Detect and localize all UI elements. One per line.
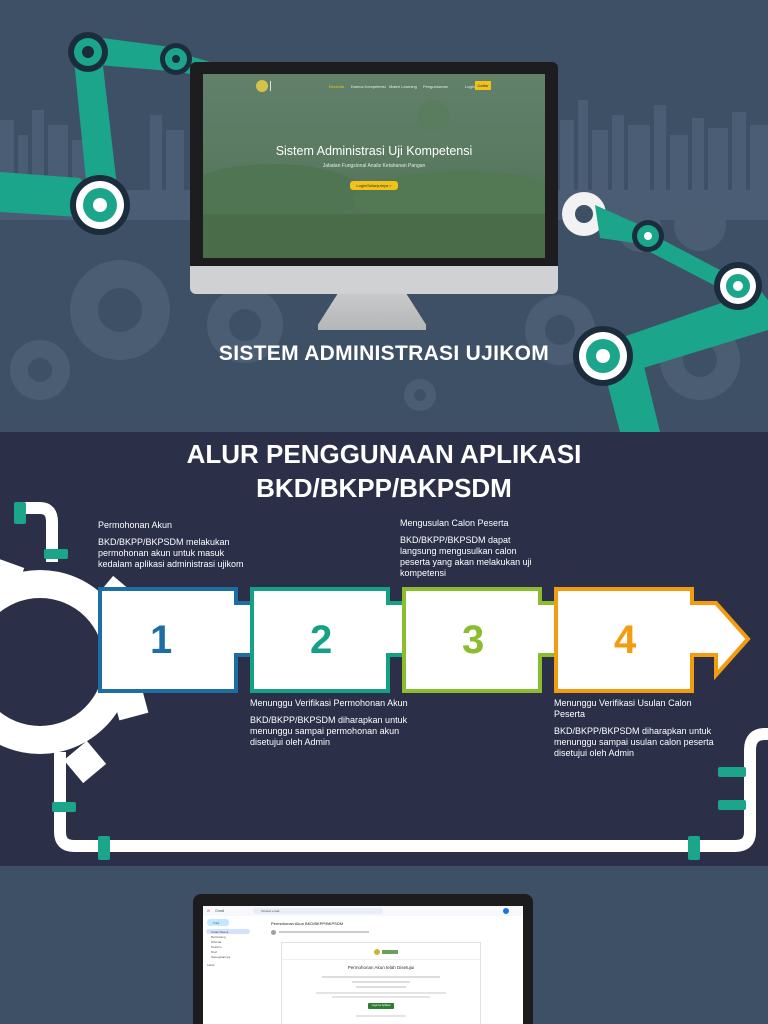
nav-materi[interactable]: Materi Learning [389, 84, 417, 89]
gmail-preview: ✉ Gmail Telusuri email Tulis Kotak Masuk… [203, 906, 523, 1024]
compose-button[interactable]: Tulis [207, 919, 229, 926]
flow-background [0, 502, 768, 860]
folder-inbox[interactable]: Kotak Masuk [211, 929, 229, 934]
logo-text [270, 81, 310, 91]
card-line-5 [332, 996, 430, 998]
monitor-stand [318, 294, 426, 330]
step-1-number: 1 [150, 618, 173, 662]
avatar[interactable] [503, 908, 509, 914]
nav-beranda[interactable]: Beranda [329, 84, 345, 89]
hero-section: Beranda Kamus Kompetensi Materi Learning… [0, 0, 768, 432]
step-2-number: 2 [310, 618, 333, 662]
hero-title: SISTEM ADMINISTRASI UJIKOM [218, 342, 550, 365]
compose-label: Tulis [213, 920, 220, 925]
nav-register-button[interactable]: Daftar [475, 81, 491, 90]
step-2-caption: Menunggu Verifikasi Permohonan Akun BKD/… [250, 698, 410, 748]
card-line-4 [316, 992, 446, 994]
monitor-chin [190, 266, 558, 294]
step-3-number: 3 [462, 618, 485, 662]
flow-section: ALUR PENGGUNAAN APLIKASI BKD/BKPP/BKPSDM… [0, 432, 768, 866]
flow-title: ALUR PENGGUNAAN APLIKASI BKD/BKPP/BKPSDM [0, 437, 768, 505]
website-title: Sistem Administrasi Uji Kompetensi [275, 144, 473, 158]
folder-drafts[interactable]: Draf [211, 950, 217, 954]
step-4-box [554, 587, 751, 693]
sender-avatar [271, 930, 276, 935]
desktop-monitor: Beranda Kamus Kompetensi Materi Learning… [190, 62, 558, 294]
card-title: Permohonan Akun telah Disetujui [347, 965, 415, 970]
card-line-6 [356, 1015, 406, 1017]
labels-heading: Label [207, 963, 215, 967]
card-logo-text [382, 950, 398, 954]
website-subtitle: Jabatan Fungsional Analis Ketahanan Pang… [322, 163, 426, 169]
step-1-title: Permohonan Akun [98, 520, 173, 530]
email-subject: Permohonan Akun BKD/BKPP/BKPSDM [271, 921, 344, 926]
card-logo-icon [374, 949, 380, 955]
folder-sent[interactable]: Terkirim [211, 945, 222, 949]
email-card: Permohonan Akun telah Disetujui Login ke… [281, 942, 481, 1024]
step-2-text: BKD/BKPP/BKPSDM diharapkan untuk menungg… [250, 715, 408, 747]
nav-kamus[interactable]: Kamus Kompetensi [351, 84, 386, 89]
step-4-number: 4 [614, 618, 637, 662]
gmail-search-input[interactable]: Telusuri email [253, 908, 383, 914]
step-1-text: BKD/BKPP/BKPSDM melakukan permohonan aku… [98, 537, 244, 569]
folder-inbox-highlight [206, 929, 250, 934]
card-login-button[interactable]: Login ke Aplikasi [368, 1003, 394, 1009]
gmail-search-placeholder: Telusuri email [261, 909, 280, 913]
step-3-caption: Mengusulan Calon Peserta BKD/BKPP/BKPSDM… [400, 518, 538, 579]
nav-pengumuman[interactable]: Pengumuman [423, 84, 448, 89]
email-section: ✉ Gmail Telusuri email Tulis Kotak Masuk… [0, 866, 768, 1024]
step-2-title: Menunggu Verifikasi Permohonan Akun [250, 698, 408, 708]
gmail-logo-icon: ✉ [207, 909, 210, 913]
gmail-app-name: Gmail [215, 909, 225, 913]
flow-title-line1: ALUR PENGGUNAAN APLIKASI [186, 439, 582, 469]
step-3-title: Mengusulan Calon Peserta [400, 518, 509, 528]
hero-photo [203, 100, 545, 258]
step-4-title: Menunggu Verifikasi Usulan Calon Peserta [554, 698, 692, 719]
flow-title-line2: BKD/BKPP/BKPSDM [256, 473, 512, 503]
nav-login[interactable]: Login [465, 84, 475, 89]
step-4-caption: Menunggu Verifikasi Usulan Calon Peserta… [554, 698, 714, 759]
sender-line [279, 931, 369, 933]
website-cta-button[interactable]: Login/Selanjutnya > [350, 181, 398, 190]
card-divider [282, 959, 480, 960]
card-line-2 [352, 981, 410, 983]
step-3-text: BKD/BKPP/BKPSDM dapat langsung mengusulk… [400, 535, 532, 578]
step-1-caption: Permohonan Akun BKD/BKPP/BKPSDM melakuka… [98, 520, 246, 570]
folder-more[interactable]: Selengkapnya [211, 955, 231, 959]
laptop-frame: ✉ Gmail Telusuri email Tulis Kotak Masuk… [193, 894, 533, 1024]
website-preview: Beranda Kamus Kompetensi Materi Learning… [203, 74, 545, 258]
card-line-1 [322, 976, 440, 978]
card-line-3 [356, 986, 406, 988]
step-4-text: BKD/BKPP/BKPSDM diharapkan untuk menungg… [554, 726, 714, 758]
logo-icon [256, 80, 268, 92]
folder-snoozed[interactable]: Ditunda [211, 940, 222, 944]
folder-starred[interactable]: Berbintang [211, 935, 226, 939]
